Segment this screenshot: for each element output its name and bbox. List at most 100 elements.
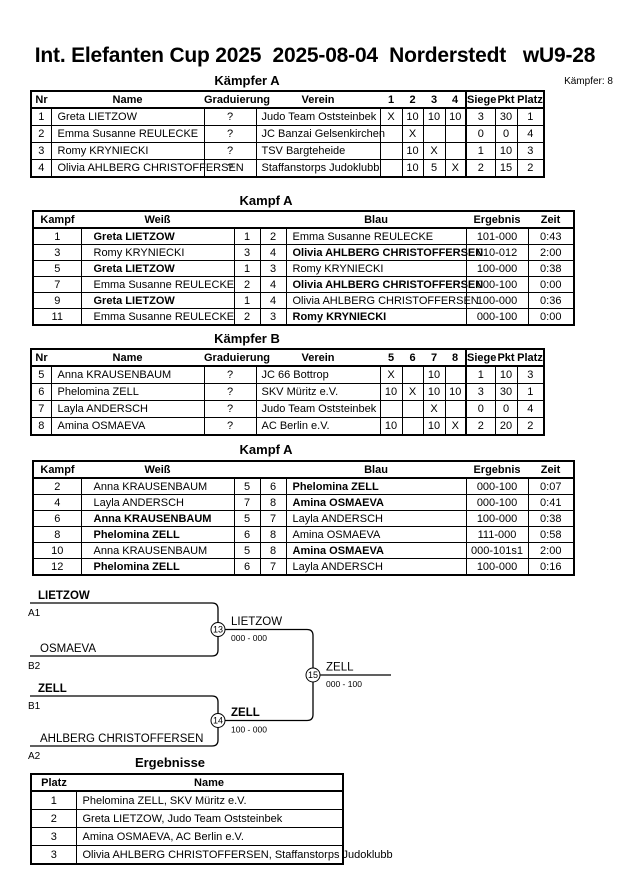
bracket-slot-seed: B1 bbox=[28, 701, 41, 712]
table-cell: Romy KRYNIECKI bbox=[80, 244, 235, 261]
table-cell: 000-100 bbox=[465, 494, 529, 511]
column-header: Zeit bbox=[528, 461, 574, 479]
table-cell: 30 bbox=[494, 107, 518, 126]
table-cell: Amina OSMAEVA, AC Berlin e.V. bbox=[75, 827, 344, 846]
table-cell: Greta LIETZOW bbox=[80, 260, 235, 277]
table-cell: 5 bbox=[233, 510, 261, 527]
column-header: 3 bbox=[423, 91, 445, 109]
table-cell: 2 bbox=[516, 159, 545, 178]
table-cell: SKV Müritz e.V. bbox=[255, 383, 381, 401]
column-header: Name bbox=[51, 349, 204, 367]
table-cell: X bbox=[379, 107, 403, 126]
table-cell: 0:41 bbox=[527, 494, 575, 511]
table-cell: 7 bbox=[30, 400, 52, 418]
table-cell bbox=[401, 400, 424, 418]
table-cell: Amina OSMAEVA bbox=[285, 542, 467, 559]
column-header bbox=[260, 461, 286, 479]
table-cell: 10 bbox=[494, 142, 518, 160]
table-cell: 0:16 bbox=[527, 558, 575, 576]
table-cell: Amina OSMAEVA bbox=[50, 417, 205, 436]
table-cell: 1 bbox=[465, 365, 496, 384]
table-cell: Anna KRAUSENBAUM bbox=[80, 477, 235, 495]
column-header: Nr bbox=[31, 91, 51, 109]
table-cell: 3 bbox=[259, 308, 287, 326]
match-14-winner: ZELL bbox=[231, 707, 260, 719]
table-cell: 10 bbox=[494, 365, 518, 384]
table-cell bbox=[379, 400, 403, 418]
pool-b-title: Kämpfer B bbox=[214, 331, 280, 346]
table-cell: X bbox=[444, 159, 467, 178]
column-header: Weiß bbox=[81, 211, 234, 229]
column-header: Platz bbox=[517, 91, 544, 109]
table-cell: 010-012 bbox=[465, 244, 529, 261]
table-cell: Olivia AHLBERG CHRISTOFFERSEN bbox=[285, 292, 479, 309]
table-cell: 0 bbox=[465, 400, 496, 418]
column-header: Siege bbox=[465, 91, 496, 109]
column-header: 6 bbox=[402, 349, 423, 367]
column-header: Graduierung bbox=[204, 91, 270, 109]
table-cell: 5 bbox=[233, 477, 261, 495]
table-cell: 5 bbox=[32, 260, 82, 277]
table-cell: 10 bbox=[401, 142, 424, 160]
table-cell: 0:36 bbox=[527, 292, 575, 309]
table-cell: Staffanstorps Judoklubb bbox=[255, 159, 381, 178]
table-cell: 20 bbox=[494, 417, 518, 436]
bracket-slot-seed: A1 bbox=[28, 608, 41, 619]
bracket-slot-name: OSMAEVA bbox=[40, 643, 96, 655]
table-cell: 2 bbox=[233, 308, 261, 326]
table-cell: Emma Susanne REULECKE bbox=[80, 308, 235, 326]
table-cell: 10 bbox=[32, 542, 82, 559]
table-cell: 1 bbox=[30, 107, 52, 126]
table-cell: 1 bbox=[516, 383, 545, 401]
column-header: Verein bbox=[256, 91, 380, 109]
table-cell: 2 bbox=[30, 125, 52, 143]
table-cell: 3 bbox=[465, 107, 496, 126]
column-header bbox=[234, 211, 260, 229]
table-cell: 10 bbox=[444, 107, 467, 126]
table-cell: ? bbox=[203, 107, 257, 126]
table-cell: 2:00 bbox=[527, 542, 575, 559]
match-13-number: 13 bbox=[213, 625, 223, 635]
table-cell: 100-000 bbox=[465, 558, 529, 576]
table-cell: 3 bbox=[465, 383, 496, 401]
table-cell: 000-100 bbox=[465, 477, 529, 495]
table-cell: ? bbox=[203, 365, 257, 384]
table-cell: Greta LIETZOW bbox=[80, 292, 235, 309]
table-cell: 10 bbox=[379, 417, 403, 436]
match-15-score: 000 - 100 bbox=[326, 679, 362, 689]
table-cell: Amina OSMAEVA bbox=[285, 526, 467, 543]
table-cell: 100-000 bbox=[465, 260, 529, 277]
fighters-count-label: Kämpfer: 8 bbox=[564, 76, 613, 87]
table-cell: 6 bbox=[30, 383, 52, 401]
table-cell: ? bbox=[203, 125, 257, 143]
table-cell: 1 bbox=[233, 227, 261, 245]
finals-bracket: LIETZOW A1 OSMAEVA B2 ZELL B1 AHLBERG CH… bbox=[28, 590, 391, 762]
column-header: 8 bbox=[445, 349, 466, 367]
table-cell: 3 bbox=[233, 244, 261, 261]
table-cell bbox=[444, 365, 467, 384]
table-cell: 0 bbox=[494, 125, 518, 143]
table-cell: 0:07 bbox=[527, 477, 575, 495]
table-cell: 10 bbox=[422, 107, 446, 126]
table-cell: Layla ANDERSCH bbox=[50, 400, 205, 418]
column-header: Name bbox=[76, 774, 343, 792]
table-cell: 1 bbox=[233, 260, 261, 277]
column-header: Weiß bbox=[81, 461, 234, 479]
table-cell: Greta LIETZOW bbox=[80, 227, 235, 245]
table-cell: 6 bbox=[32, 510, 82, 527]
matches-a2-title: Kampf A bbox=[239, 442, 293, 457]
table-cell: Emma Susanne REULECKE bbox=[50, 125, 205, 143]
